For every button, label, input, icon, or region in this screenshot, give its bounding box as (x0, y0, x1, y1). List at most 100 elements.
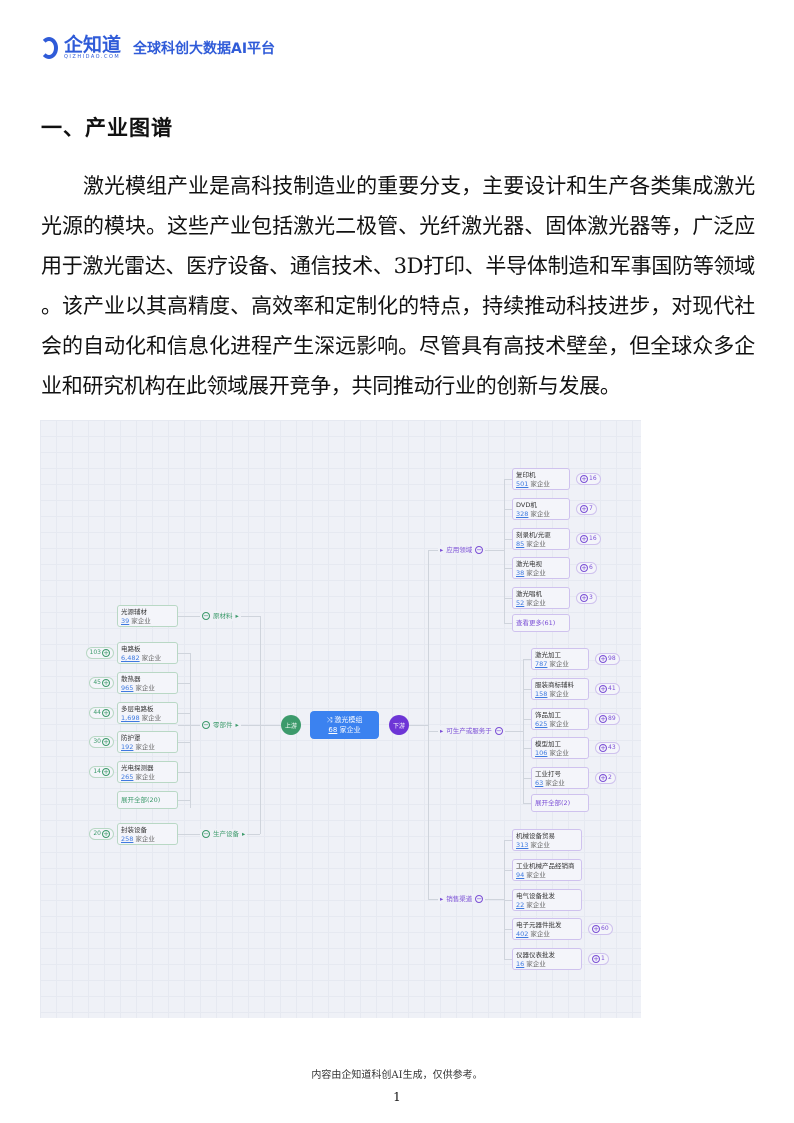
branch-label[interactable]: ▸应用领域− (438, 545, 486, 555)
node-count[interactable]: 501 (516, 480, 529, 488)
branch-label[interactable]: −原材料▸ (200, 611, 241, 621)
expand-badge[interactable]: 14+ (89, 766, 114, 779)
node-count[interactable]: 38 (516, 569, 525, 578)
arrow-icon: ▸ (440, 546, 444, 554)
plus-icon: + (599, 655, 607, 663)
node-count[interactable]: 158 (535, 689, 548, 698)
expand-badge[interactable]: +60 (588, 923, 613, 936)
expand-badge[interactable]: +6 (576, 562, 597, 575)
expand-badge[interactable]: +2 (595, 772, 616, 785)
connector-line (504, 623, 512, 624)
node-count[interactable]: 313 (516, 841, 529, 849)
badge-count: 41 (608, 684, 616, 692)
node-count[interactable]: 94 (516, 870, 525, 879)
expand-badge[interactable]: 30+ (89, 736, 114, 749)
expand-all-button[interactable]: 查看更多(61) (512, 614, 570, 632)
branch-label[interactable]: ▸可生产或服务于− (438, 726, 505, 736)
branch-label[interactable]: −生产设备▸ (200, 829, 248, 839)
collapse-icon[interactable]: − (202, 721, 210, 729)
connector-line (178, 834, 190, 835)
node-count[interactable]: 192 (121, 743, 134, 752)
node-name: 激光加工 (535, 651, 561, 659)
node-count[interactable]: 265 (121, 773, 134, 782)
node-count[interactable]: 52 (516, 599, 525, 608)
badge-count: 98 (608, 655, 616, 662)
collapse-icon[interactable]: − (202, 612, 210, 620)
node-unit: 家企业 (530, 480, 550, 488)
collapse-icon[interactable]: − (475, 895, 484, 903)
expand-badge[interactable]: 44+ (89, 706, 114, 719)
node-count[interactable]: 22 (516, 900, 525, 909)
expand-badge[interactable]: +98 (595, 653, 620, 665)
node-count[interactable]: 106 (535, 749, 548, 758)
branch-label[interactable]: ▸销售渠道− (438, 894, 486, 904)
expand-all-button[interactable]: 展开全部(20) (117, 791, 178, 809)
more-label: 展开全部(2) (535, 799, 571, 807)
downstream-node[interactable]: 下游 (389, 715, 409, 735)
expand-badge[interactable]: +89 (595, 712, 620, 725)
node-count[interactable]: 16 (516, 960, 525, 969)
node-count[interactable]: 965 (121, 683, 134, 692)
expand-badge[interactable]: 103+ (85, 647, 114, 659)
plus-icon: + (580, 594, 588, 603)
section-title: 一、产业图谱 (41, 116, 173, 140)
upstream-node[interactable]: 上游 (281, 715, 301, 735)
expand-all-button[interactable]: 展开全部(2) (531, 794, 589, 812)
center-count[interactable]: 68 (328, 726, 338, 734)
collapse-icon[interactable]: − (202, 830, 210, 838)
branch-label[interactable]: −零部件▸ (200, 720, 241, 730)
node-count[interactable]: 625 (535, 719, 548, 728)
expand-badge[interactable]: +7 (576, 502, 597, 515)
connector-line (178, 712, 190, 714)
expand-badge[interactable]: +3 (576, 592, 597, 605)
expand-badge[interactable]: +1 (588, 953, 609, 966)
expand-badge[interactable]: +41 (595, 682, 620, 695)
node-count[interactable]: 85 (516, 539, 525, 548)
node-count[interactable]: 787 (535, 660, 548, 668)
badge-count: 14 (93, 768, 101, 776)
node-count[interactable]: 402 (516, 930, 529, 939)
expand-badge[interactable]: 45+ (89, 676, 114, 689)
connector-line (409, 725, 429, 726)
badge-count: 6 (589, 564, 593, 572)
node-unit: 家企业 (530, 509, 550, 518)
node-count[interactable]: 39 (121, 617, 130, 625)
connector-line (260, 725, 281, 726)
expand-badge[interactable]: 20+ (89, 828, 114, 840)
expand-badge[interactable]: +43 (595, 742, 620, 755)
node-count[interactable]: 6,482 (121, 654, 140, 662)
node-count[interactable]: 63 (535, 779, 544, 788)
collapse-icon[interactable]: − (494, 727, 503, 735)
center-node[interactable]: ⤨ 激光模组 68 家企业 (310, 711, 379, 739)
connector-line (178, 742, 190, 744)
collapse-icon[interactable]: − (475, 546, 484, 554)
expand-badge[interactable]: +16 (576, 532, 601, 545)
node-count[interactable]: 258 (121, 835, 134, 843)
node-count[interactable]: 328 (516, 509, 529, 518)
node-count[interactable]: 1,698 (121, 713, 140, 722)
expand-badge[interactable]: +16 (576, 473, 601, 485)
